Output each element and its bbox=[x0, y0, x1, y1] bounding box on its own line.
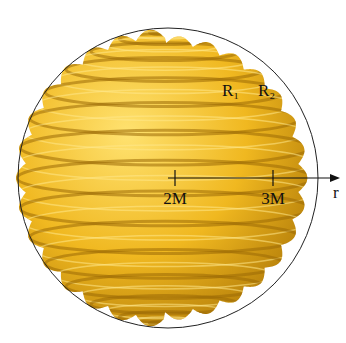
tick-mark bbox=[272, 170, 273, 186]
ridge-band bbox=[134, 317, 196, 324]
radius-label: R₂ bbox=[258, 82, 275, 99]
tick-label: 3M bbox=[261, 190, 285, 207]
radius-label: R₁ bbox=[222, 82, 239, 99]
tick-mark bbox=[174, 170, 175, 186]
tick-label: 2M bbox=[163, 190, 187, 207]
r-axis bbox=[168, 177, 334, 178]
ridge-band bbox=[18, 176, 312, 211]
axis-arrowhead bbox=[330, 174, 340, 182]
ridge-band bbox=[119, 311, 210, 322]
axis-label: r bbox=[333, 184, 339, 201]
ridge-band bbox=[150, 321, 181, 325]
